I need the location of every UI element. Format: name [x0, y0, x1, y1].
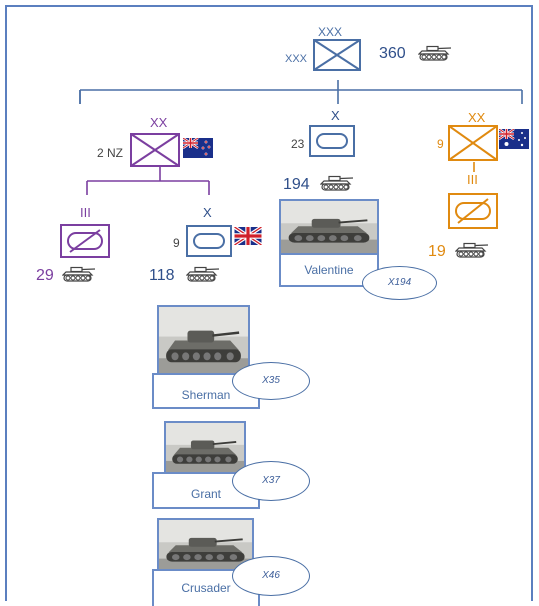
- diagram-frame: [5, 5, 533, 601]
- corps-strength: 360: [379, 45, 406, 62]
- brigade-9-unit-symbol: [186, 225, 232, 257]
- corps-unit-symbol: [313, 39, 361, 71]
- corps-label: XXX: [285, 53, 308, 65]
- nz-division-unit-symbol: [130, 133, 180, 167]
- tank-icon: [418, 45, 452, 61]
- sherman-photo: [157, 305, 250, 378]
- nz-division-echelon: XX: [150, 115, 168, 130]
- aus-regiment-echelon: III: [467, 172, 478, 187]
- grant-photo: [164, 421, 246, 476]
- aus-regiment-strength: 19: [428, 243, 446, 260]
- valentine-count: X194: [362, 266, 437, 300]
- tank-icon: [62, 266, 96, 282]
- grant-count: X37: [232, 461, 310, 501]
- nz-regiment-strength: 29: [36, 267, 54, 284]
- nz-regiment-unit-symbol: [60, 224, 110, 258]
- union-jack-flag-icon: [234, 227, 262, 245]
- tank-icon: [186, 266, 220, 282]
- brigade-9-echelon: X: [203, 205, 212, 220]
- new-zealand-flag-icon: [183, 138, 213, 158]
- aus-division-label: 9: [437, 137, 444, 151]
- aus-division-unit-symbol: [448, 125, 498, 161]
- corps-echelon: XXX: [318, 25, 343, 39]
- aus-division-echelon: XX: [468, 110, 486, 125]
- tank-icon: [320, 175, 354, 191]
- nz-division-label: 2 NZ: [97, 146, 124, 160]
- valentine-photo: [279, 199, 379, 255]
- brigade-9-label: 9: [173, 236, 180, 250]
- brigade-23-echelon: X: [331, 108, 340, 123]
- crusader-count: X46: [232, 556, 310, 596]
- tank-icon: [455, 242, 489, 258]
- sherman-count: X35: [232, 362, 310, 400]
- brigade-23-unit-symbol: [309, 125, 355, 157]
- nz-regiment-echelon: III: [80, 205, 91, 220]
- brigade-23-strength: 194: [283, 176, 310, 193]
- australia-flag-icon: [499, 129, 529, 149]
- aus-regiment-unit-symbol: [448, 193, 498, 229]
- brigade-23-label: 23: [291, 137, 305, 151]
- brigade-9-strength: 118: [149, 267, 175, 284]
